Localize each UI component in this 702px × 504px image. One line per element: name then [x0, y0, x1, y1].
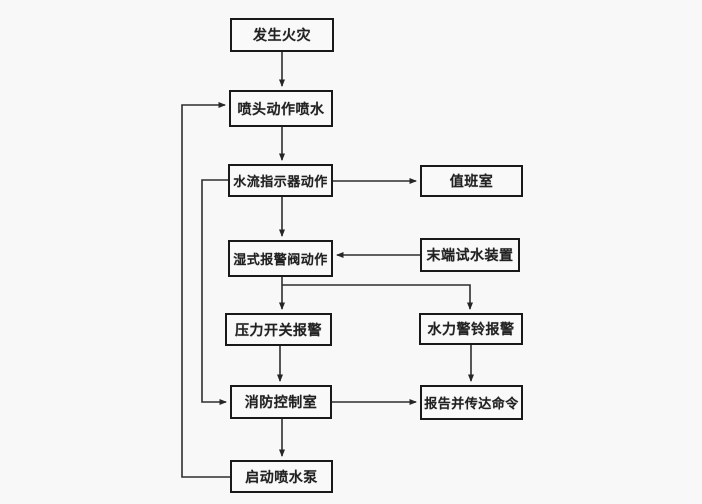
node-flow: 水流指示器动作: [228, 164, 333, 197]
node-wet: 湿式报警阀动作: [228, 240, 333, 277]
node-pressure: 压力开关报警: [225, 313, 332, 346]
node-pump: 启动喷水泵: [230, 460, 333, 493]
node-report: 报告并传达命令: [420, 385, 523, 420]
node-fire: 发生火灾: [230, 18, 334, 52]
node-endtest: 末端试水装置: [420, 238, 520, 272]
edge-flow-to-control: [201, 179, 228, 405]
node-control: 消防控制室: [230, 385, 332, 419]
edge-pump-to-sprinkler: [181, 102, 230, 478]
edge-wet-to-bell: [282, 284, 473, 310]
node-sprinkler: 喷头动作喷水: [229, 90, 333, 127]
node-duty: 值班室: [420, 165, 523, 197]
node-bell: 水力警铃报警: [419, 313, 523, 345]
